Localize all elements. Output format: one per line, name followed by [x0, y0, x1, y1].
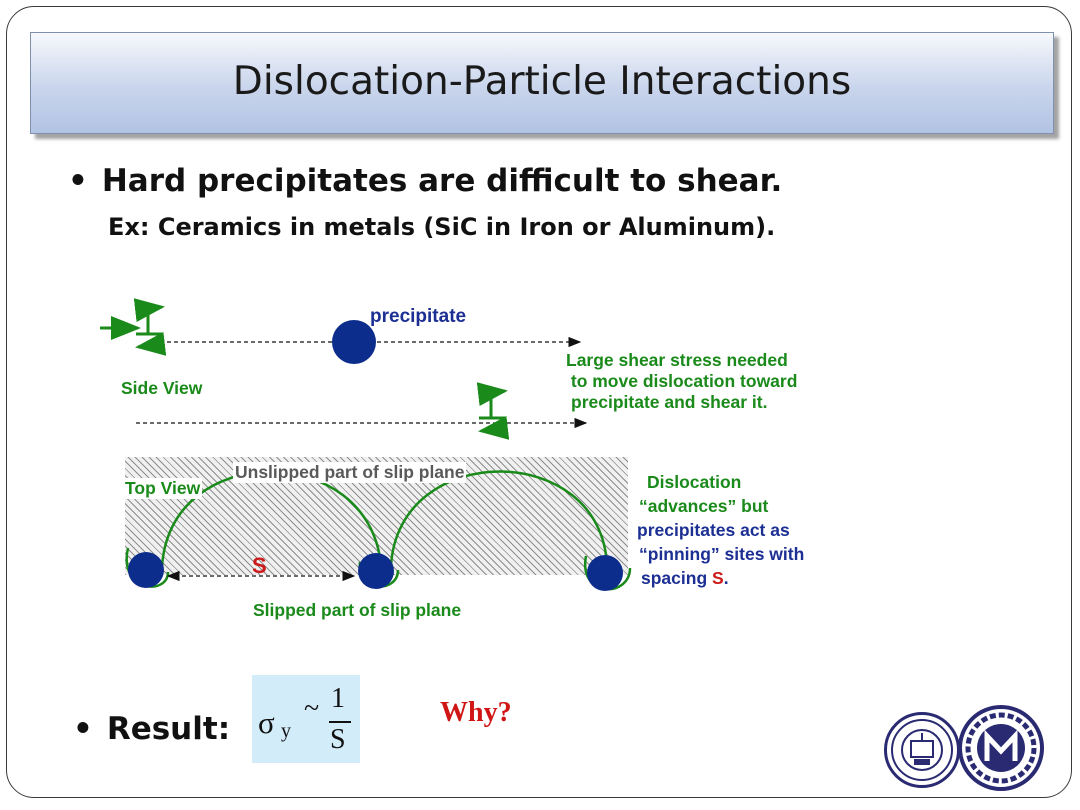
note-prefix: spacing: [641, 568, 712, 588]
bullet-text: Hard precipitates are difficult to shear…: [101, 163, 783, 199]
bullet-result: • Result:: [73, 711, 230, 747]
note-line: “pinning” sites with: [639, 544, 805, 564]
page-title: Dislocation-Particle Interactions: [232, 59, 852, 104]
university-seal-icon: [884, 712, 960, 788]
note-line: “advances” but: [639, 496, 769, 516]
bullet-hard-precipitates: • Hard precipitates are difficult to shea…: [68, 163, 782, 199]
formula-numerator: 1: [331, 683, 345, 714]
slide-frame: [6, 6, 1072, 798]
slipped-label: Slipped part of slip plane: [253, 600, 462, 620]
title-bar: Dislocation-Particle Interactions: [30, 32, 1054, 134]
note-line: precipitate and shear it.: [571, 392, 768, 412]
yield-strength-formula: σ y ~ 1 S: [252, 675, 360, 763]
formula-sigma: σ: [258, 705, 275, 740]
note-line: Large shear stress needed: [566, 350, 788, 370]
unslipped-label: Unslipped part of slip plane: [233, 462, 467, 483]
formula-fraction-bar: [329, 721, 351, 723]
note-suffix: .: [723, 568, 729, 588]
bullet-dot: •: [73, 711, 93, 747]
top-view-note: Dislocation “advances” but precipitates …: [637, 470, 804, 590]
spacing-symbol: S: [252, 553, 267, 578]
mechanical-gear-logo-icon: [958, 705, 1044, 791]
spacing-symbol: S: [712, 568, 724, 588]
top-view-label: Top View: [123, 478, 203, 499]
bullet-dot: •: [68, 163, 88, 199]
formula-denominator: S: [330, 724, 346, 755]
why-question: Why?: [440, 697, 512, 728]
side-view-label: Side View: [121, 378, 203, 398]
note-line: precipitates act as: [637, 520, 790, 540]
bullet-text: Result:: [106, 711, 231, 747]
bullet-example: Ex: Ceramics in metals (SiC in Iron or A…: [108, 213, 776, 241]
side-view-note: Large shear stress needed to move disloc…: [566, 350, 797, 413]
note-line: spacing S.: [637, 566, 804, 590]
note-line: to move dislocation toward: [566, 371, 798, 391]
note-line: Dislocation: [647, 472, 742, 492]
formula-relation: ~: [304, 693, 320, 724]
formula-subscript: y: [281, 720, 291, 742]
precipitate-label: precipitate: [370, 306, 467, 327]
